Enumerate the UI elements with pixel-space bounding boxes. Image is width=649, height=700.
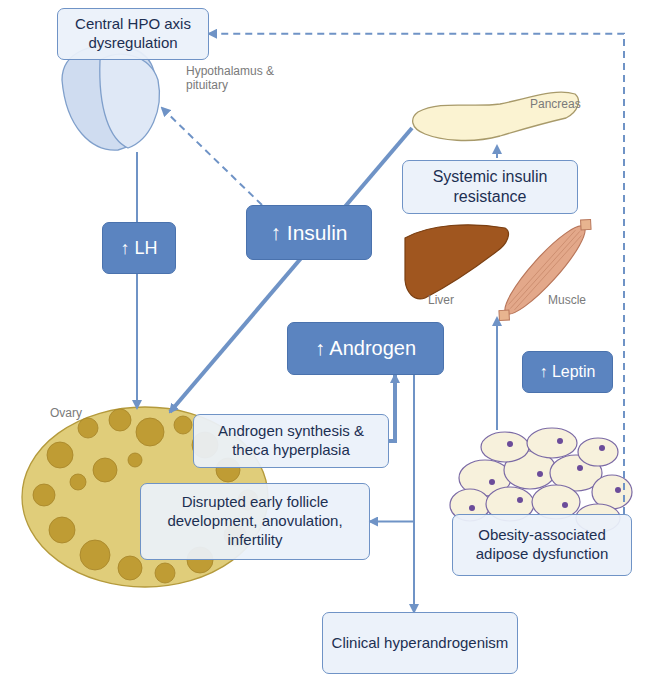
- liver-illustration: [405, 225, 508, 299]
- node-text: Androgen synthesis & theca hyperplasia: [202, 422, 380, 460]
- resistance-arrow: [496, 146, 498, 158]
- node-text: Disrupted early follicle development, an…: [149, 493, 361, 549]
- node-text: Obesity-associated adipose dysfunction: [461, 526, 623, 564]
- organ-label: Muscle: [548, 293, 608, 307]
- organ-label: Liver: [428, 293, 488, 307]
- outcome-box: Disrupted early follicle development, an…: [140, 483, 370, 560]
- process-box: Systemic insulin resistance: [402, 160, 578, 214]
- connector: [413, 375, 415, 612]
- node-text: Central HPO axis dysregulation: [66, 15, 200, 53]
- hormone-box: ↑ LH: [102, 222, 176, 274]
- node-text: Systemic insulin resistance: [411, 167, 569, 207]
- process-box: Obesity-associated adipose dysfunction: [452, 514, 632, 576]
- node-text: ↑ Insulin: [270, 221, 347, 245]
- node-text: Clinical hyperandrogenism: [332, 634, 509, 653]
- central-box: Central HPO axis dysregulation: [57, 8, 209, 60]
- hormone-box: ↑ Leptin: [522, 351, 613, 393]
- organ-label: Pancreas: [530, 97, 610, 111]
- node-text: ↑ LH: [120, 238, 157, 259]
- connector: [389, 375, 395, 441]
- organ-label: Hypothalamus & pituitary: [186, 64, 296, 93]
- node-text: ↑ Androgen: [315, 337, 416, 360]
- organ-label: Ovary: [50, 406, 110, 420]
- outcome-box: Clinical hyperandrogenism: [322, 612, 518, 674]
- insulin-central-arrow: [162, 108, 262, 205]
- adipose-liver-arrow: [496, 318, 498, 430]
- lh-arrow: [136, 152, 138, 408]
- node-text: ↑ Leptin: [539, 363, 595, 381]
- hormone-box: ↑ Androgen: [287, 322, 444, 375]
- process-box: Androgen synthesis & theca hyperplasia: [193, 414, 389, 468]
- hormone-box: ↑ Insulin: [246, 205, 372, 260]
- muscle-illustration: [490, 211, 600, 330]
- pituitary-illustration: [62, 45, 159, 150]
